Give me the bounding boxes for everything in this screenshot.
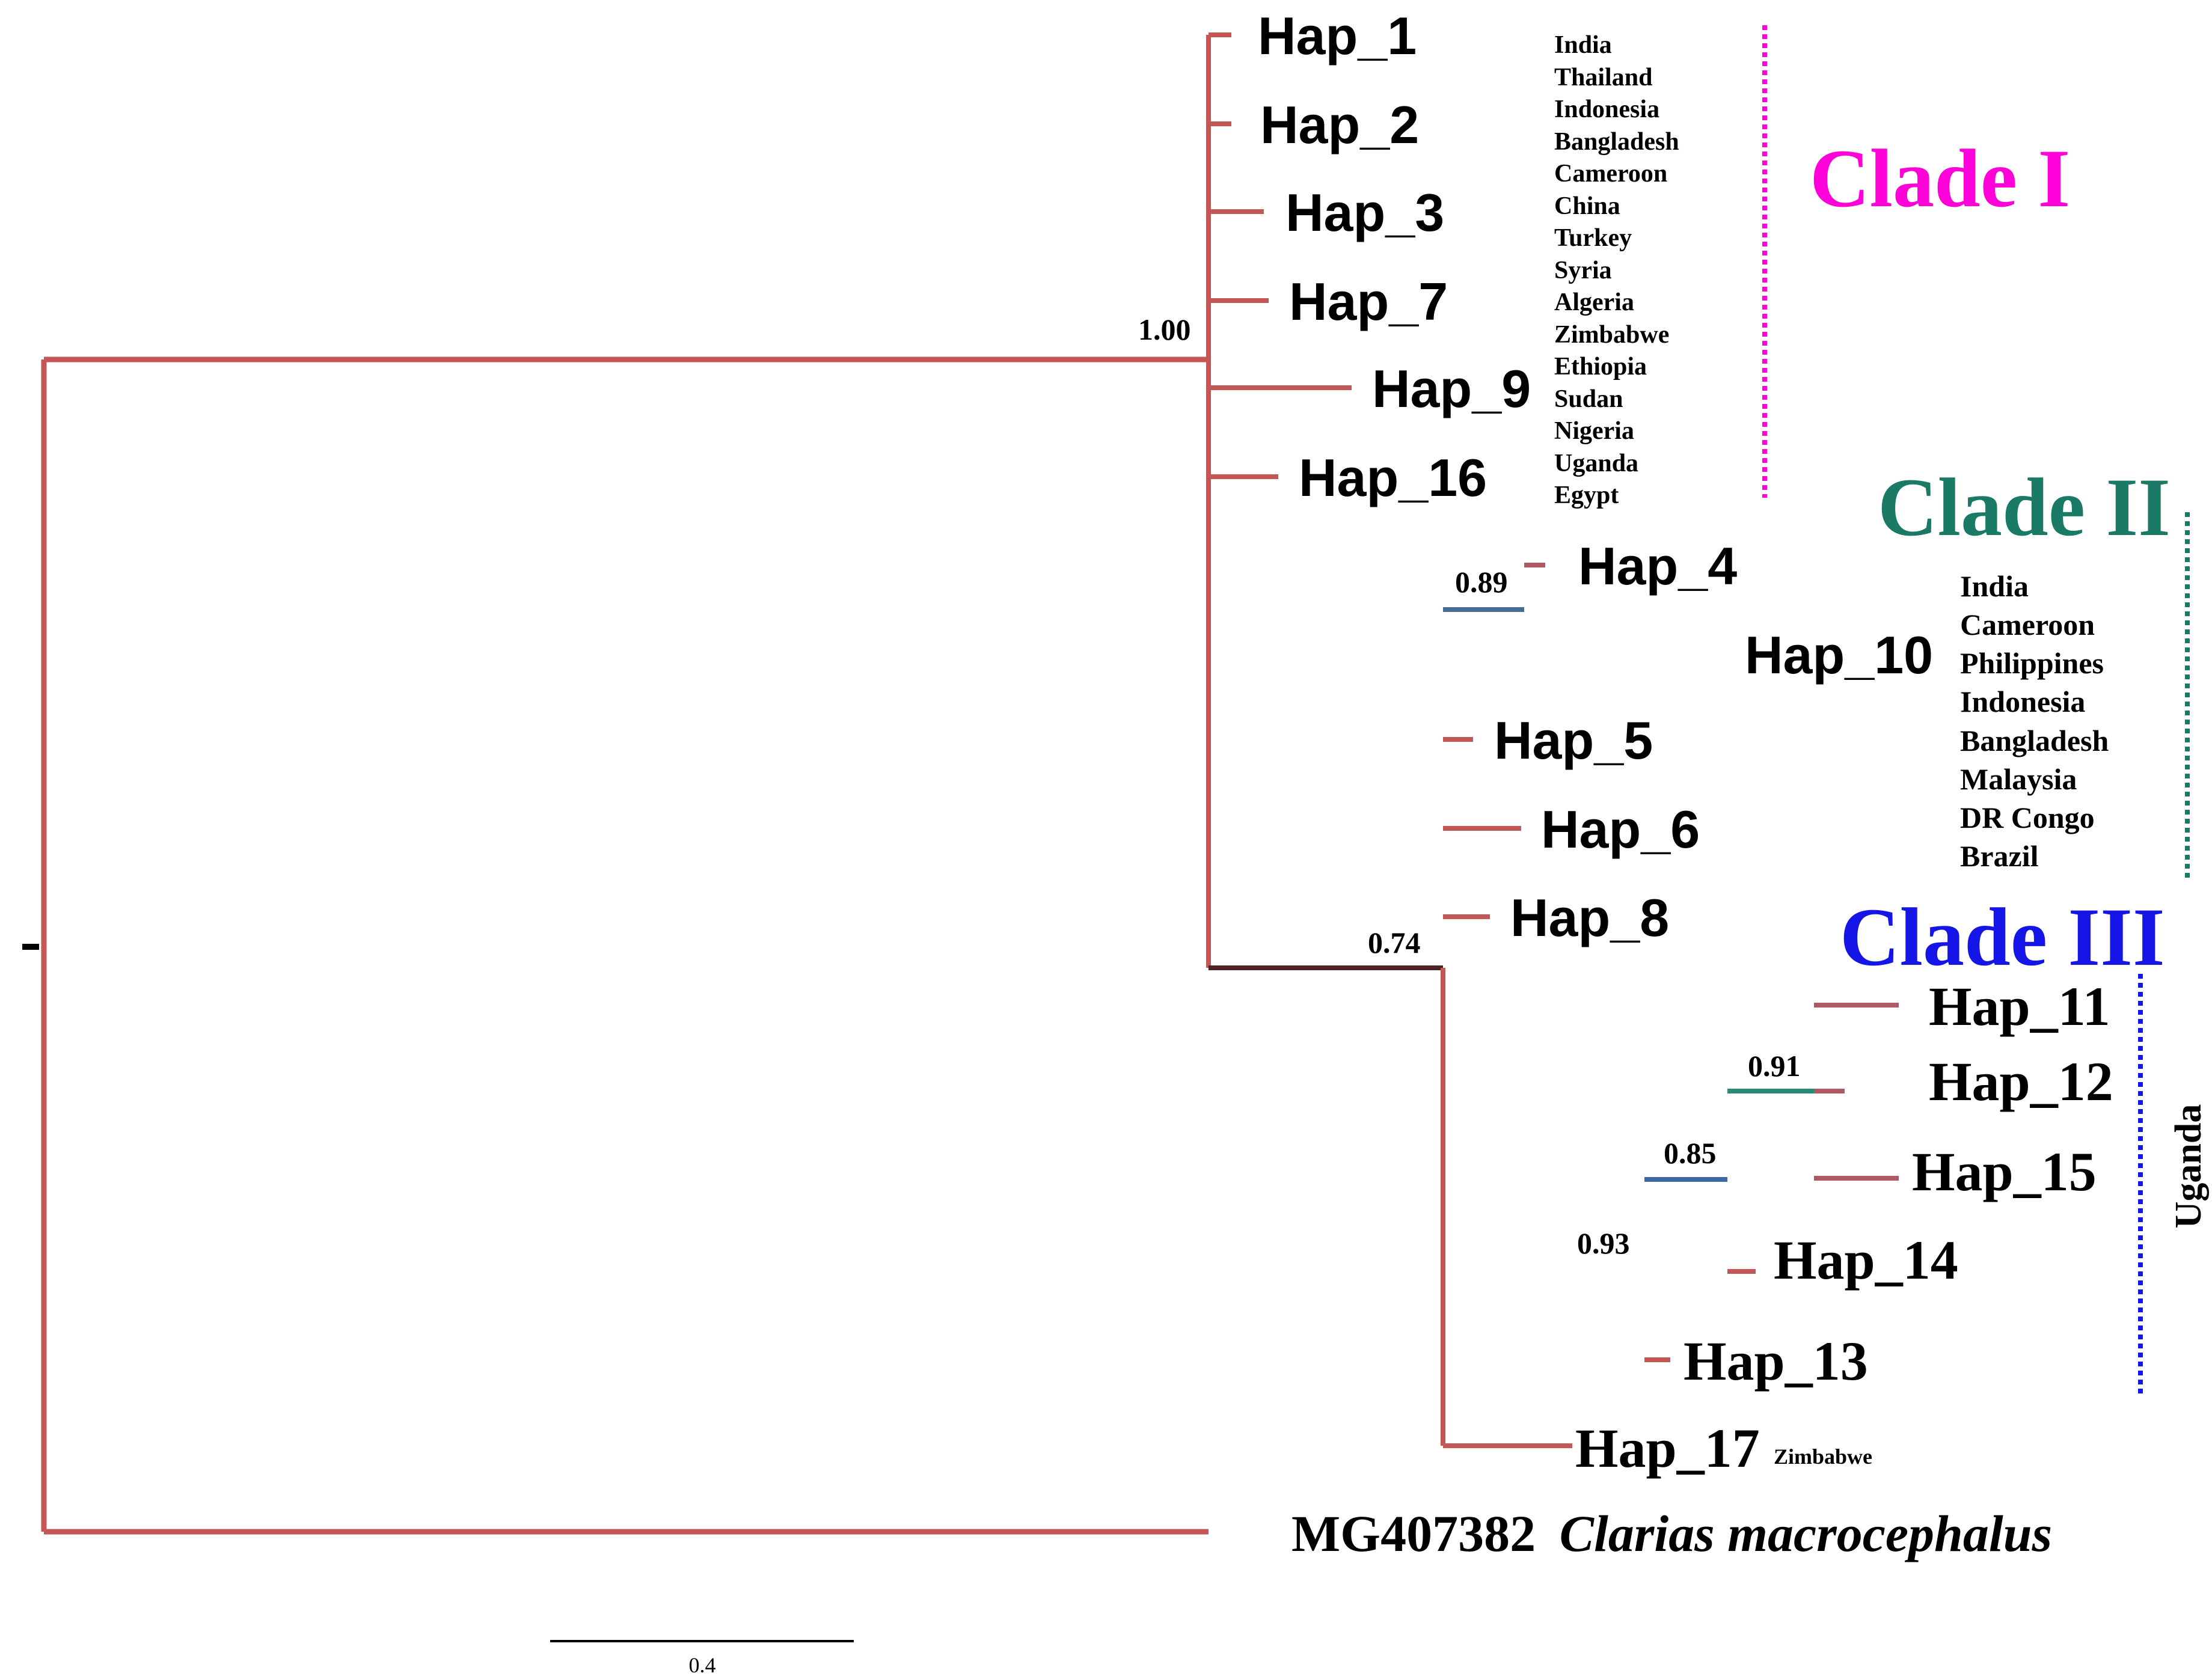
hap15-label: Hap_15 bbox=[1912, 1141, 2097, 1202]
country-item: Philippines bbox=[1960, 646, 2104, 680]
outgroup-label: MG407382 Clarias macrocephalus bbox=[1291, 1505, 2052, 1562]
country-item: Egypt bbox=[1554, 482, 1619, 509]
country-item: India bbox=[1960, 569, 2029, 603]
country-item: Bangladesh bbox=[1960, 724, 2109, 757]
country-item: Uganda bbox=[1554, 450, 1638, 477]
hap5-label: Hap_5 bbox=[1494, 711, 1653, 770]
country-item: Indonesia bbox=[1554, 96, 1659, 123]
hap17-country: Zimbabwe bbox=[1774, 1445, 1872, 1469]
hap6-label: Hap_6 bbox=[1541, 800, 1700, 859]
outgroup-accession: MG407382 bbox=[1291, 1505, 1536, 1562]
clade2-tips bbox=[1443, 737, 1572, 1448]
country-item: China bbox=[1554, 192, 1620, 220]
hap1-label: Hap_1 bbox=[1258, 6, 1417, 66]
country-item: India bbox=[1554, 31, 1612, 59]
hap4-label: Hap_4 bbox=[1578, 536, 1737, 596]
support-085: 0.85 bbox=[1664, 1136, 1717, 1170]
hap11-label: Hap_11 bbox=[1929, 976, 2110, 1037]
country-item: Cameroon bbox=[1554, 160, 1667, 188]
clade2-country-list: India Cameroon Philippines Indonesia Ban… bbox=[1960, 569, 2109, 873]
hap12-label: Hap_12 bbox=[1929, 1051, 2113, 1112]
clade3-region-label: Uganda bbox=[2168, 1104, 2209, 1229]
support-091: 0.91 bbox=[1748, 1049, 1801, 1083]
clade3-label: Clade III bbox=[1840, 891, 2165, 983]
clade1-branches bbox=[1206, 32, 1352, 968]
country-item: Turkey bbox=[1554, 224, 1632, 252]
root-branches bbox=[41, 356, 1209, 1535]
hap9-label: Hap_9 bbox=[1372, 359, 1531, 418]
scale-bar-label: 0.4 bbox=[689, 1653, 716, 1677]
support-089: 0.89 bbox=[1455, 565, 1508, 599]
country-item: Ethiopia bbox=[1554, 353, 1647, 381]
hap10-label: Hap_10 bbox=[1745, 625, 1933, 685]
support-100: 1.00 bbox=[1138, 313, 1191, 346]
country-item: Algeria bbox=[1554, 289, 1634, 316]
country-item: Bangladesh bbox=[1554, 128, 1679, 156]
hap3-label: Hap_3 bbox=[1285, 183, 1444, 242]
country-item: Thailand bbox=[1554, 64, 1652, 91]
clade2-label: Clade II bbox=[1878, 461, 2171, 553]
hap13-label: Hap_13 bbox=[1684, 1330, 1868, 1392]
country-item: Nigeria bbox=[1554, 417, 1634, 445]
hap17-label: Hap_17 bbox=[1575, 1418, 1760, 1479]
country-item: Brazil bbox=[1960, 839, 2039, 873]
country-item: Sudan bbox=[1554, 385, 1623, 413]
support-074: 0.74 bbox=[1368, 926, 1421, 959]
outgroup-species: Clarias macrocephalus bbox=[1560, 1505, 2052, 1562]
hap8-label: Hap_8 bbox=[1510, 888, 1669, 947]
country-item: Syria bbox=[1554, 257, 1612, 284]
hap2-label: Hap_2 bbox=[1260, 95, 1419, 154]
country-item: Cameroon bbox=[1960, 608, 2095, 641]
hap14-label: Hap_14 bbox=[1774, 1229, 1958, 1291]
hap7-label: Hap_7 bbox=[1289, 272, 1448, 331]
clade1-country-list: India Thailand Indonesia Bangladesh Came… bbox=[1554, 31, 1679, 509]
country-item: Zimbabwe bbox=[1554, 321, 1669, 349]
country-item: Indonesia bbox=[1960, 685, 2085, 718]
support-093: 0.93 bbox=[1577, 1226, 1630, 1260]
country-item: DR Congo bbox=[1960, 801, 2095, 834]
hap16-label: Hap_16 bbox=[1299, 448, 1487, 507]
clade1-label: Clade I bbox=[1810, 132, 2070, 224]
country-item: Malaysia bbox=[1960, 762, 2077, 796]
